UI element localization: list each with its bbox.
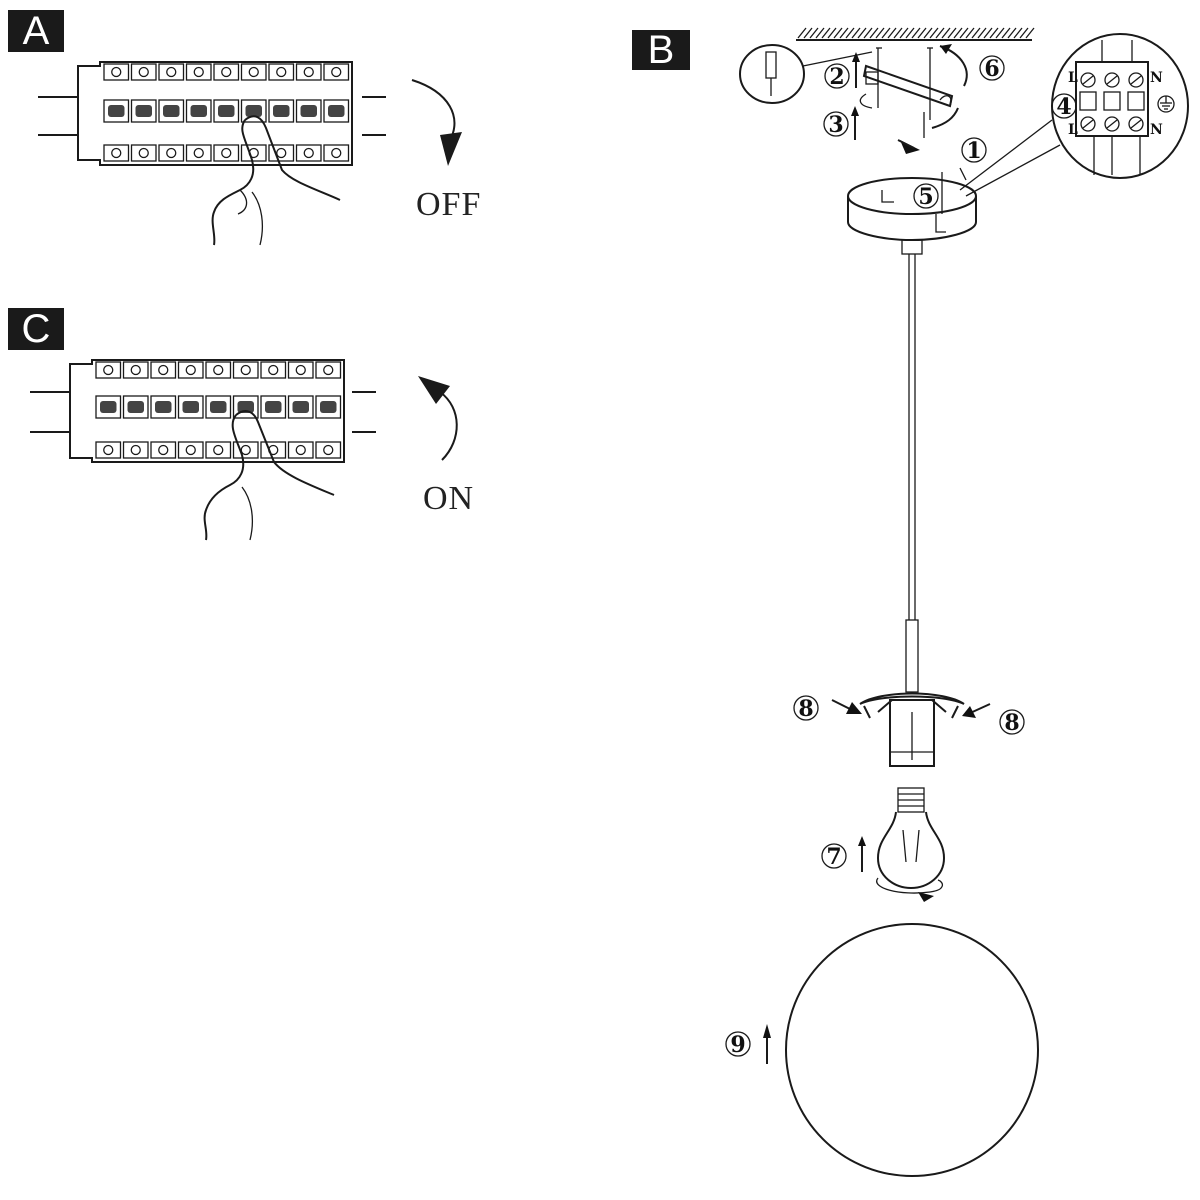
breaker-module [287,361,314,459]
breaker-module [260,361,287,459]
panel-c-label: C [8,307,64,351]
step-number-5: 5 [918,184,933,210]
step-markers: 1 2 3 4 5 6 7 8 [725,55,1077,1058]
breaker-module [150,361,177,459]
panel-b-label: B [632,28,690,72]
step-marker-6: 6 [979,55,1005,82]
breaker-module [315,361,342,459]
breaker-module [213,63,240,162]
breaker-module [240,63,267,162]
panel-a-label: A [8,9,64,53]
breaker-panel-icon-a [38,61,386,166]
ceiling [796,27,1035,41]
terminal-screw [1128,72,1144,88]
breaker-module [103,63,130,162]
breaker-module [295,63,322,162]
terminal-clamp [1103,91,1121,111]
terminal-n-top: N [1150,70,1163,86]
terminal-n-bottom: N [1150,122,1163,138]
breaker-panel-icon-c [30,359,376,463]
canopy-icon [847,167,977,255]
terminal-clamp [1079,91,1097,111]
light-bulb-icon [858,787,946,902]
off-label: OFF [416,186,482,223]
step-number-8-right: 8 [1004,710,1019,736]
on-label: ON [423,480,475,517]
terminal-screw [1128,116,1144,132]
step-marker-4: 4 [1051,93,1077,120]
globe-shade-icon [763,923,1039,1177]
step-marker-8-right: 8 [999,709,1025,736]
step-number-2: 2 [829,64,844,90]
breaker-module [130,63,157,162]
terminal-l-top: L [1068,70,1078,86]
lamp-socket-icon [831,692,991,767]
breaker-module [185,63,212,162]
rotate-arrow-icon-on [418,376,458,461]
terminal-screw [1104,116,1120,132]
step-number-8-left: 8 [798,696,813,722]
breaker-module [158,63,185,162]
breaker-module [95,361,122,459]
step-number-4: 4 [1056,94,1071,120]
step-number-1: 1 [966,138,981,164]
step-marker-7: 7 [821,843,847,870]
terminal-screw [1104,72,1120,88]
step-marker-1: 1 [961,137,987,164]
hand-icon-c [203,410,335,541]
step-marker-5: 5 [913,183,939,210]
terminal-clamp [1127,91,1145,111]
breaker-module [122,361,149,459]
step-number-9: 9 [730,1032,745,1058]
step-marker-3: 3 [823,111,849,138]
ground-icon [1157,95,1175,113]
step-number-6: 6 [984,56,999,82]
breaker-module [323,63,350,162]
terminal-l-bottom: L [1068,122,1078,138]
terminal-block-icon [959,33,1189,197]
step-number-7: 7 [826,844,841,870]
breaker-module [205,361,232,459]
step-marker-2: 2 [824,63,850,90]
screwdriver-icon [739,44,873,104]
breaker-module [232,361,259,459]
step-number-3: 3 [828,112,843,138]
terminal-screw [1080,116,1096,132]
hand-icon-a [211,115,341,246]
terminal-screw [1080,72,1096,88]
pendant-cord [905,254,919,693]
step-marker-9: 9 [725,1031,751,1058]
step-marker-8-left: 8 [793,695,819,722]
breaker-module [268,63,295,162]
rotate-arrow-icon-off [411,79,462,166]
ceiling-bracket-icon [851,44,968,154]
breaker-module [177,361,204,459]
